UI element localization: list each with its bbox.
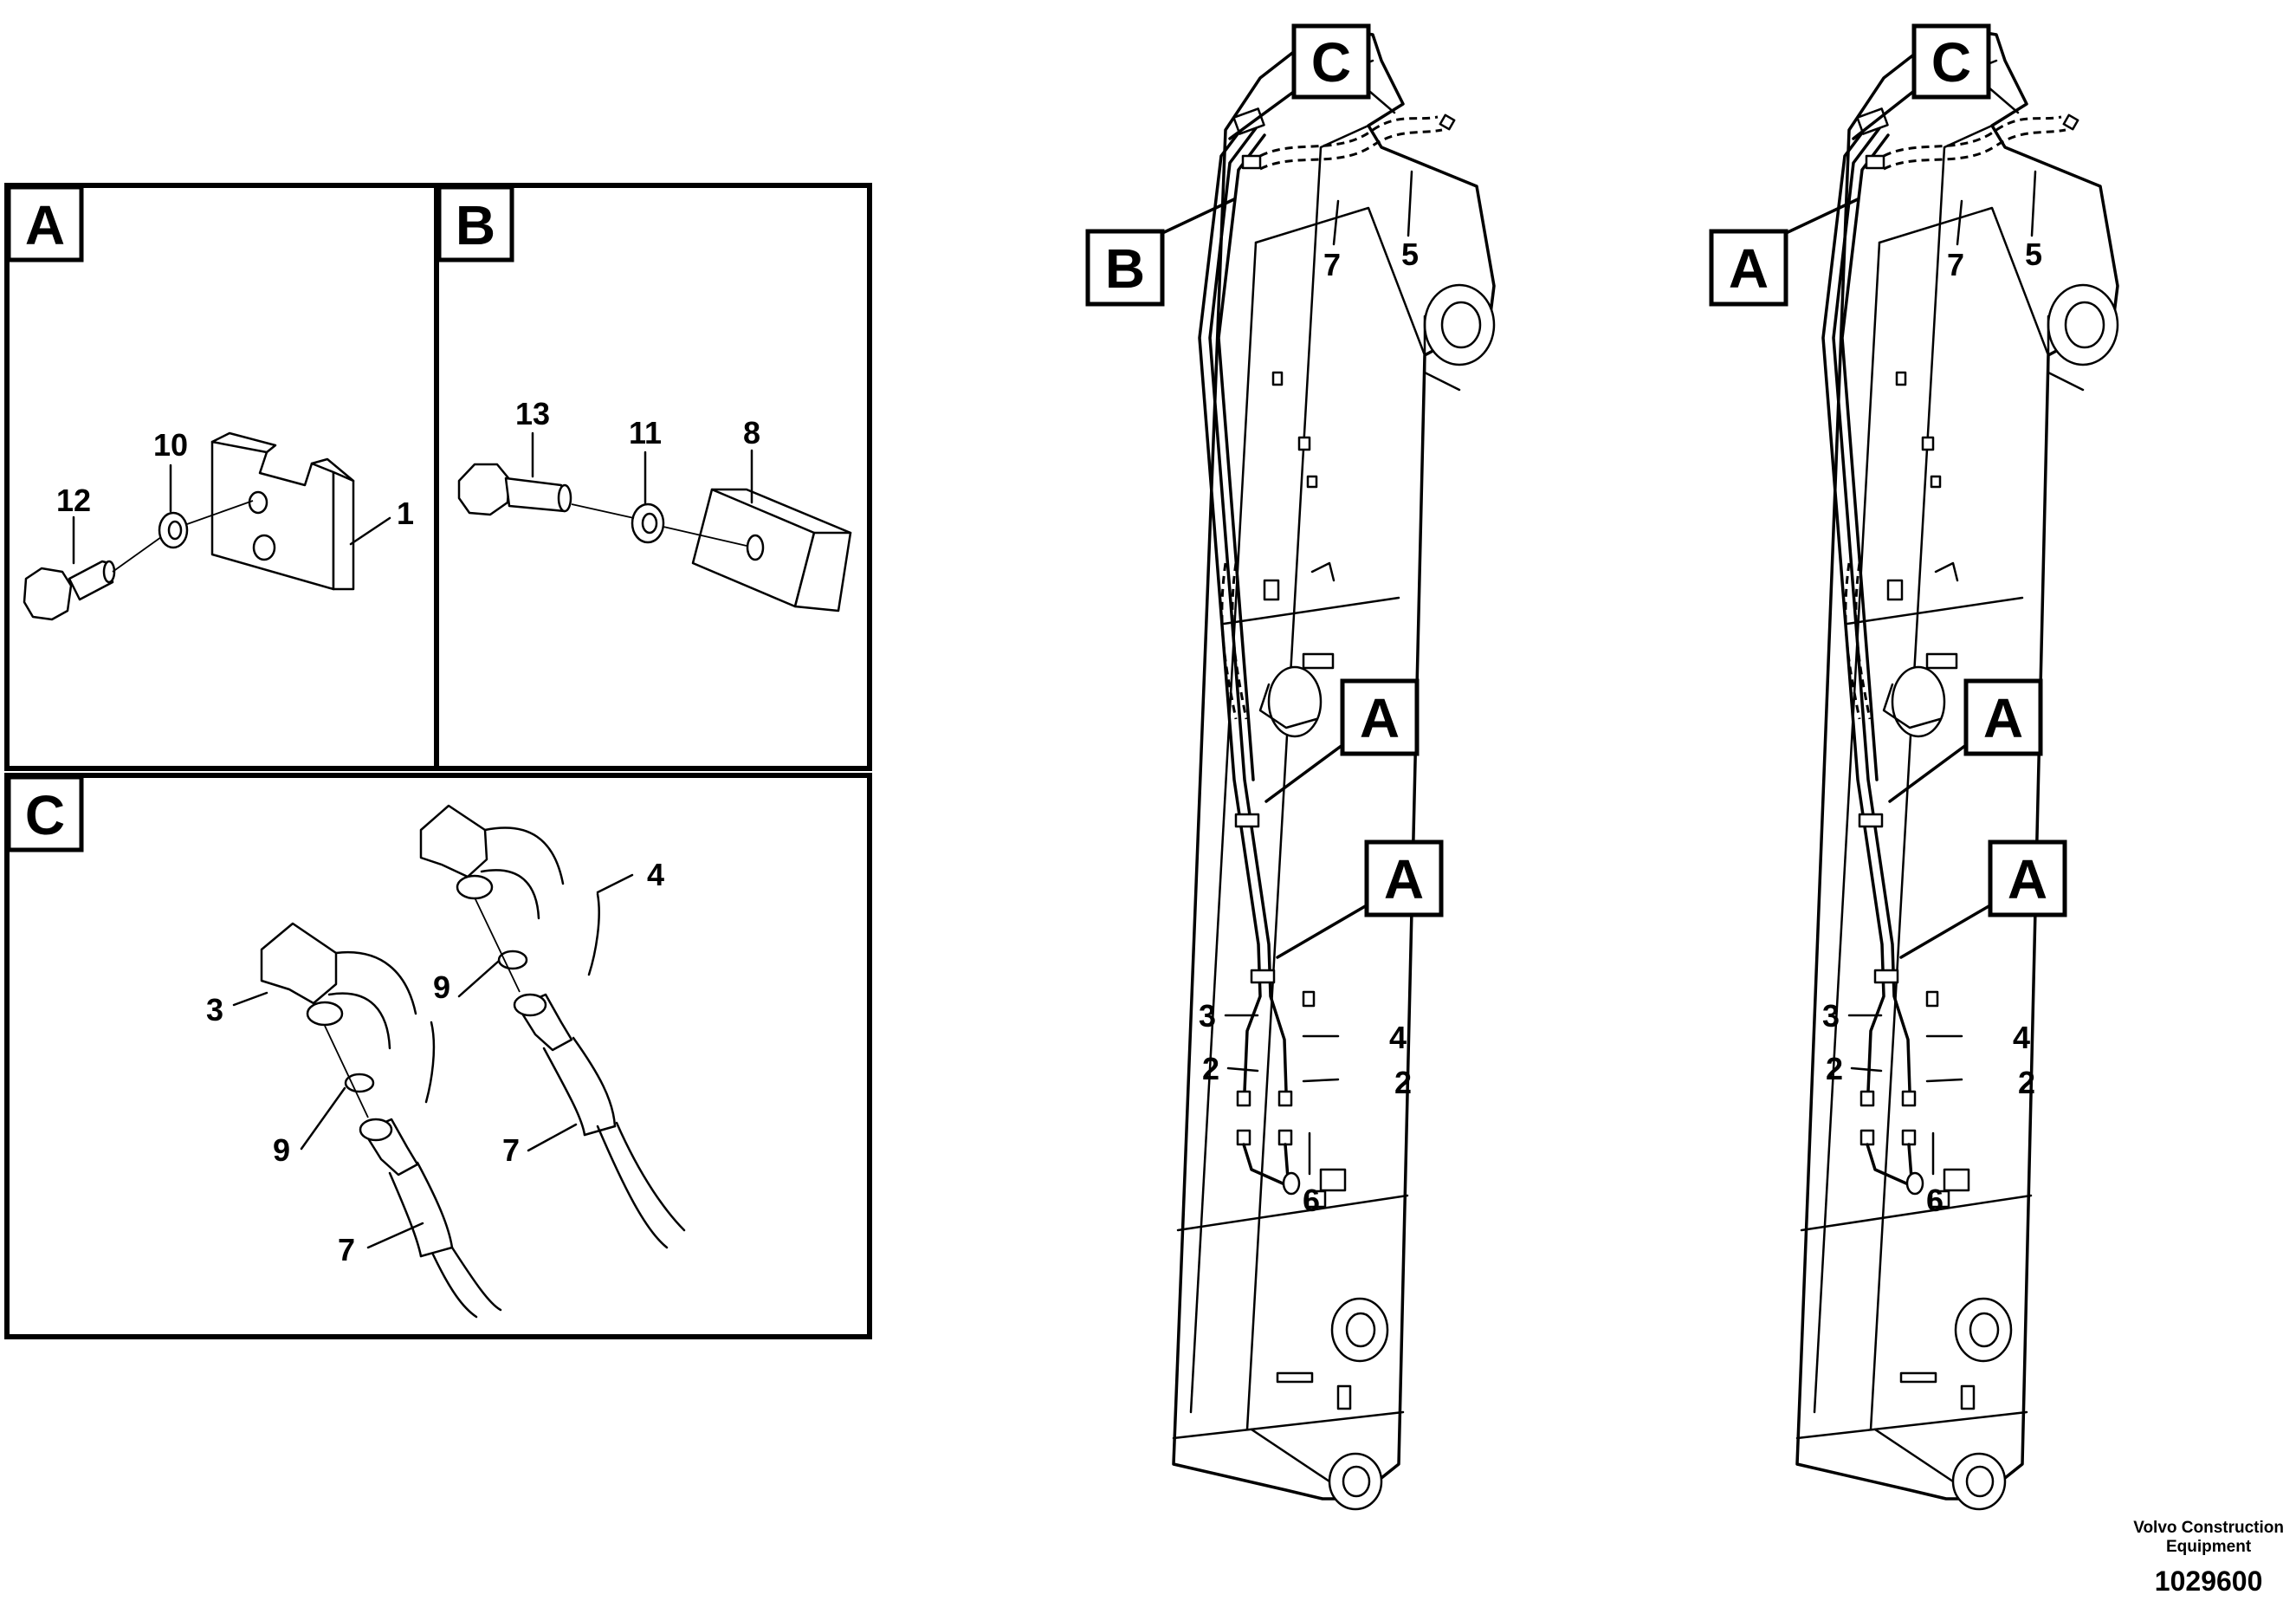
- callout-c-9-lower: 9: [273, 1132, 290, 1168]
- svg-text:B: B: [456, 194, 495, 256]
- boom-left: C B A A 7 5 3 4 2 2 6: [1085, 23, 1496, 1511]
- callout-left-3: 3: [1199, 998, 1216, 1034]
- callout-c-4: 4: [647, 857, 664, 892]
- company-name-line2: Equipment: [2166, 1538, 2252, 1556]
- callout-left-6: 6: [1303, 1183, 1320, 1218]
- callout-left-5: 5: [1401, 237, 1419, 272]
- callout-right-5: 5: [2025, 237, 2042, 272]
- marker-right-top-c: C: [1852, 23, 1991, 140]
- svg-text:A: A: [1983, 687, 2023, 749]
- svg-text:C: C: [1311, 31, 1351, 94]
- callout-left-7: 7: [1323, 247, 1341, 282]
- hose-upper: [513, 993, 686, 1249]
- elbow-upper: [419, 804, 600, 976]
- detail-a-drawing: 10 12 1: [23, 427, 414, 621]
- callout-c-7-lower: 7: [338, 1232, 355, 1267]
- detail-panels: A B C: [4, 183, 872, 1339]
- detail-frame-c: [4, 773, 872, 1339]
- detail-label-a: A: [6, 185, 84, 263]
- oring-9-lower: [344, 1073, 375, 1093]
- detail-label-b: B: [437, 185, 514, 263]
- callout-right-7: 7: [1947, 247, 1964, 282]
- marker-left-side-b: B: [1085, 198, 1236, 307]
- callout-c-9-upper: 9: [433, 969, 450, 1005]
- svg-text:A: A: [1384, 848, 1424, 911]
- boom-right: C A A A 7 5 3 4 2 2 6: [1709, 23, 2119, 1511]
- callout-left-2b: 2: [1394, 1065, 1412, 1100]
- callout-b-8: 8: [743, 415, 760, 450]
- bolt-12: [23, 560, 116, 621]
- callout-right-2a: 2: [1826, 1051, 1843, 1086]
- svg-text:A: A: [1729, 237, 1769, 300]
- marker-left-top-c: C: [1228, 23, 1371, 140]
- callout-right-4: 4: [2013, 1020, 2030, 1055]
- detail-c-drawing: 4 9 7 3 9 7: [206, 804, 686, 1319]
- detail-b-drawing: 13 11 8: [457, 396, 852, 613]
- washer-11: [631, 502, 665, 544]
- detail-frame-b: [434, 183, 872, 771]
- svg-text:C: C: [1931, 31, 1971, 94]
- document-number: 1029600: [2154, 1565, 2263, 1597]
- callout-left-4: 4: [1389, 1020, 1407, 1055]
- callout-a-10: 10: [153, 427, 188, 463]
- svg-text:A: A: [25, 194, 65, 256]
- company-name-line1: Volvo Construction: [2133, 1519, 2284, 1537]
- callout-right-2b: 2: [2018, 1065, 2035, 1100]
- svg-text:C: C: [25, 784, 65, 846]
- svg-text:B: B: [1105, 237, 1145, 300]
- svg-text:A: A: [1360, 687, 1400, 749]
- oring-9-upper: [497, 950, 528, 970]
- elbow-lower: [260, 922, 436, 1104]
- marker-right-clamp-upper-a: A: [1888, 678, 2043, 803]
- callout-a-12: 12: [56, 483, 91, 518]
- callout-c-3: 3: [206, 992, 223, 1027]
- footer-credit: Volvo Construction Equipment 1029600: [2133, 1519, 2284, 1598]
- callout-b-13: 13: [515, 396, 550, 431]
- washer-10: [158, 511, 189, 549]
- callout-a-1: 1: [397, 496, 414, 531]
- detail-label-c: C: [6, 775, 84, 852]
- callout-b-11: 11: [629, 415, 662, 450]
- hose-lower: [359, 1118, 502, 1319]
- callout-c-7-upper: 7: [502, 1132, 520, 1168]
- clamp-plate-8: [691, 488, 852, 613]
- bolt-13: [457, 463, 572, 516]
- callout-left-2a: 2: [1202, 1051, 1219, 1086]
- marker-left-clamp-upper-a: A: [1264, 678, 1420, 803]
- callout-right-6: 6: [1926, 1183, 1944, 1218]
- svg-text:A: A: [2008, 848, 2047, 911]
- callout-right-3: 3: [1822, 998, 1840, 1034]
- marker-right-side-a: A: [1709, 198, 1859, 307]
- marker-right-clamp-lower-a: A: [1899, 839, 2067, 959]
- clamp-plate-1: [210, 431, 355, 591]
- marker-left-clamp-lower-a: A: [1276, 839, 1444, 959]
